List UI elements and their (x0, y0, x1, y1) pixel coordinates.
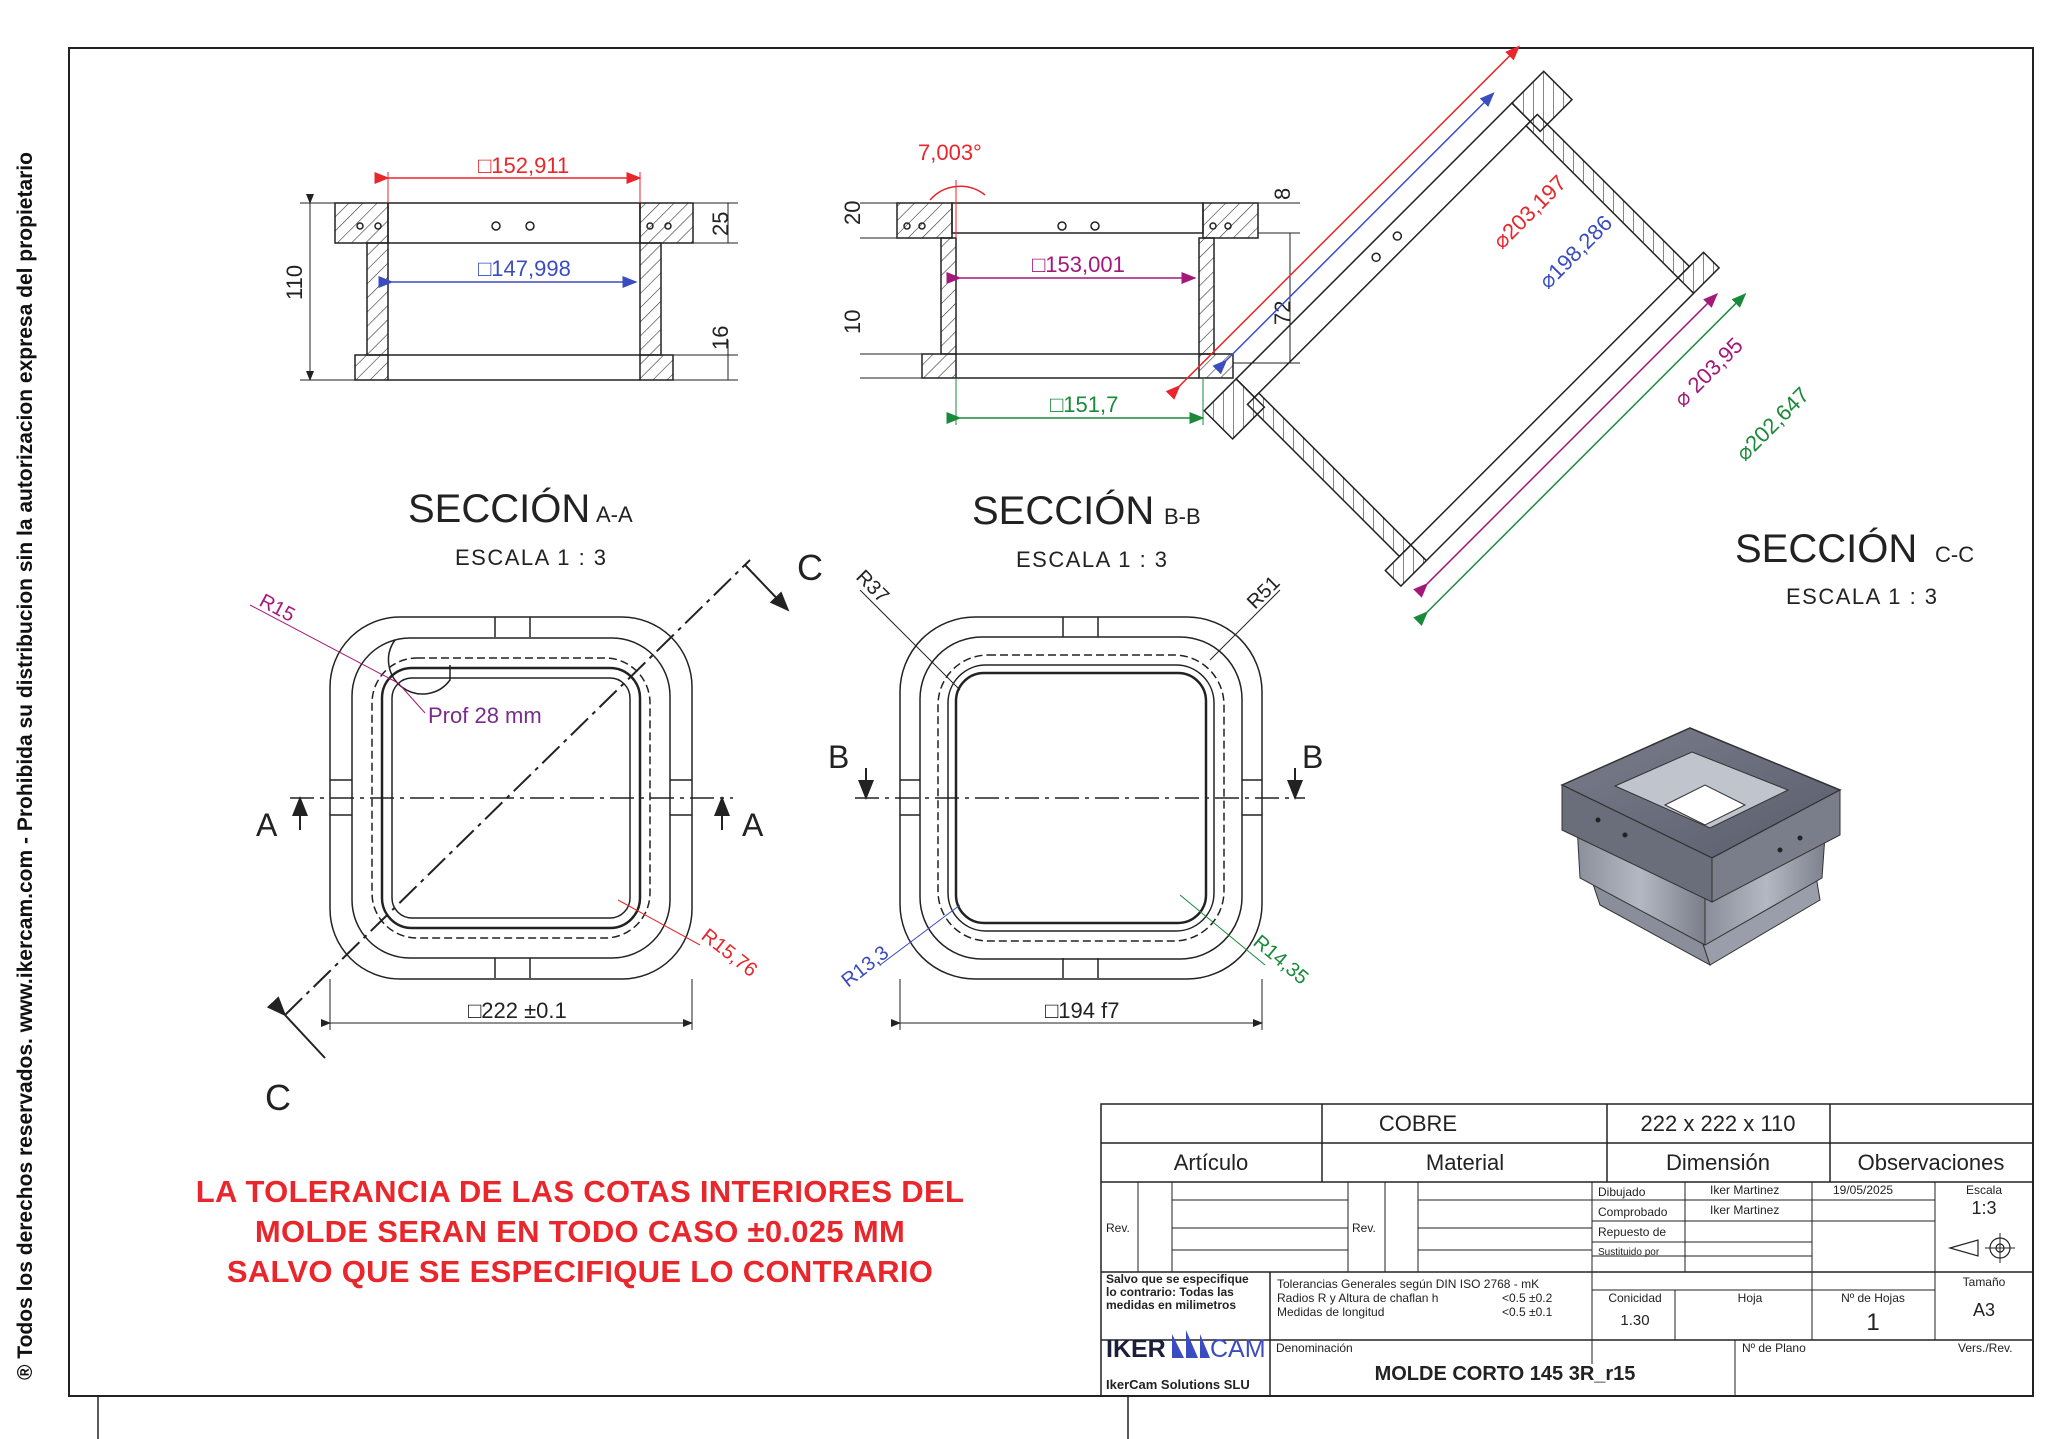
tolerance-note-line3: SALVO QUE SE ESPECIFIQUE LO CONTRARIO (226, 1254, 934, 1289)
tb-denominacion-label: Denominación (1276, 1341, 1353, 1355)
tb-author1: Iker Martinez (1710, 1183, 1779, 1197)
tb-material-value: COBRE (1379, 1111, 1457, 1136)
tb-conicidad-value: 1.30 (1620, 1312, 1649, 1329)
cc-scale: ESCALA 1 : 3 (1786, 584, 1939, 609)
tb-company: IkerCam Solutions SLU (1106, 1377, 1250, 1392)
cut-c-bottom: C (265, 1077, 291, 1118)
tb-tol-line3-val: <0.5 ±0.1 (1502, 1305, 1553, 1319)
tb-repuesto: Repuesto de (1598, 1225, 1666, 1239)
left-depth-label: Prof 28 mm (428, 703, 542, 728)
tb-header-dimension: Dimensión (1666, 1150, 1770, 1175)
tb-nhojas-label: Nº de Hojas (1841, 1291, 1905, 1305)
tb-date: 19/05/2025 (1833, 1183, 1893, 1197)
left-r15-label: R15 (256, 590, 299, 627)
right-r133-label: R13,3 (838, 942, 894, 992)
tb-hoja-label: Hoja (1738, 1291, 1763, 1305)
tb-tol-line1: Tolerancias Generales según DIN ISO 2768… (1277, 1277, 1539, 1291)
right-r37-label: R37 (851, 566, 893, 608)
isometric-3d-view (1560, 727, 1842, 967)
bb-title: SECCIÓN (972, 488, 1154, 533)
aa-title: SECCIÓN (408, 486, 590, 531)
tb-vers-label: Vers./Rev. (1958, 1341, 2012, 1355)
ikercam-logo-icon (1172, 1330, 1210, 1358)
tb-rev-left: Rev. (1106, 1221, 1130, 1235)
cut-b-left: B (828, 739, 849, 775)
tb-conicidad-label: Conicidad (1608, 1291, 1661, 1305)
top-view-left (249, 559, 790, 1059)
tb-logo-iker: IKER (1106, 1335, 1166, 1363)
tb-header-observaciones: Observaciones (1858, 1150, 2005, 1175)
bb-dim-left-bottom: 10 (840, 310, 865, 334)
bb-dim-right-top: 8 (1270, 188, 1295, 200)
tb-tol-line2-val: <0.5 ±0.2 (1502, 1291, 1553, 1305)
tb-sustituido: Sustituido por (1598, 1247, 1660, 1258)
cut-c-top: C (797, 547, 823, 588)
tolerance-note-line2: MOLDE SERAN EN TODO CASO ±0.025 MM (254, 1214, 906, 1249)
left-r1576-label: R15,76 (697, 925, 761, 982)
cut-b-right: B (1302, 739, 1323, 775)
title-block (1100, 1103, 2034, 1397)
tb-escala-label: Escala (1966, 1183, 2002, 1197)
tolerance-note-line1: LA TOLERANCIA DE LAS COTAS INTERIORES DE… (195, 1174, 965, 1209)
bb-dim-inner: □153,001 (1032, 252, 1125, 277)
tb-dibujado: Dibujado (1598, 1185, 1646, 1199)
section-cc-view (1165, 45, 1747, 627)
tb-comprobado: Comprobado (1598, 1205, 1668, 1219)
tb-author2: Iker Martinez (1710, 1203, 1779, 1217)
cc-dim-2: ⌀198,286 (1534, 210, 1617, 293)
top-view-right (855, 589, 1305, 1030)
bb-title-suffix: B-B (1164, 504, 1201, 529)
tb-note-line1: Salvo que se especifique (1106, 1272, 1249, 1286)
tb-denominacion-value: MOLDE CORTO 145 3R_r15 (1375, 1363, 1636, 1385)
tb-tol-line3: Medidas de longitud (1277, 1305, 1384, 1319)
tb-note-line2: lo contrario: Todas las (1106, 1285, 1234, 1299)
aa-dim-top-flange: 25 (708, 212, 733, 236)
tolerance-note: LA TOLERANCIA DE LAS COTAS INTERIORES DE… (170, 1172, 990, 1292)
bb-dim-left-top: 20 (840, 201, 865, 225)
tb-logo-cam: CAM (1210, 1335, 1266, 1363)
title-block-text: COBRE 222 x 222 x 110 Artículo Material … (1106, 1111, 2012, 1392)
aa-dim-bottom-flange: 16 (708, 326, 733, 350)
tb-rev-right: Rev. (1352, 1221, 1376, 1235)
bb-dim-angle: 7,003° (918, 140, 982, 165)
tb-tamano-label: Tamaño (1963, 1275, 2006, 1289)
cc-title-suffix: C-C (1935, 542, 1974, 567)
cc-title: SECCIÓN (1735, 526, 1917, 571)
tb-nhojas-value: 1 (1866, 1309, 1879, 1336)
right-dim-width: □194 f7 (1045, 998, 1119, 1023)
sheet-border (68, 47, 2034, 1397)
cut-a-left: A (256, 807, 278, 843)
section-aa-view (300, 172, 738, 381)
bb-scale: ESCALA 1 : 3 (1016, 547, 1169, 572)
tb-note-line3: medidas en milimetros (1106, 1298, 1236, 1312)
tb-nplano-label: Nº de Plano (1742, 1341, 1806, 1355)
aa-dim-outer-top: □152,911 (478, 153, 569, 178)
tb-escala-value: 1:3 (1971, 1198, 1996, 1218)
cc-dim-4: ⌀202,647 (1731, 382, 1814, 465)
aa-scale: ESCALA 1 : 3 (455, 545, 608, 570)
bb-dim-bottom: □151,7 (1050, 392, 1118, 417)
tb-tamano-value: A3 (1973, 1300, 1995, 1320)
cut-a-right: A (742, 807, 764, 843)
cc-dim-3: ⌀ 203,95 (1669, 333, 1748, 412)
cc-dim-1: ⌀203,197 (1488, 170, 1571, 253)
aa-dim-height: 110 (282, 265, 307, 300)
tb-header-articulo: Artículo (1174, 1150, 1249, 1175)
aa-dim-inner: □147,998 (478, 256, 571, 281)
tb-tol-line2: Radios R y Altura de chaflan h (1277, 1291, 1438, 1305)
left-dim-width: □222 ±0.1 (468, 998, 567, 1023)
tb-header-material: Material (1426, 1150, 1504, 1175)
aa-title-suffix: A-A (596, 502, 633, 527)
right-r51-label: R51 (1243, 572, 1285, 614)
tb-dimension-value: 222 x 222 x 110 (1641, 1111, 1796, 1136)
